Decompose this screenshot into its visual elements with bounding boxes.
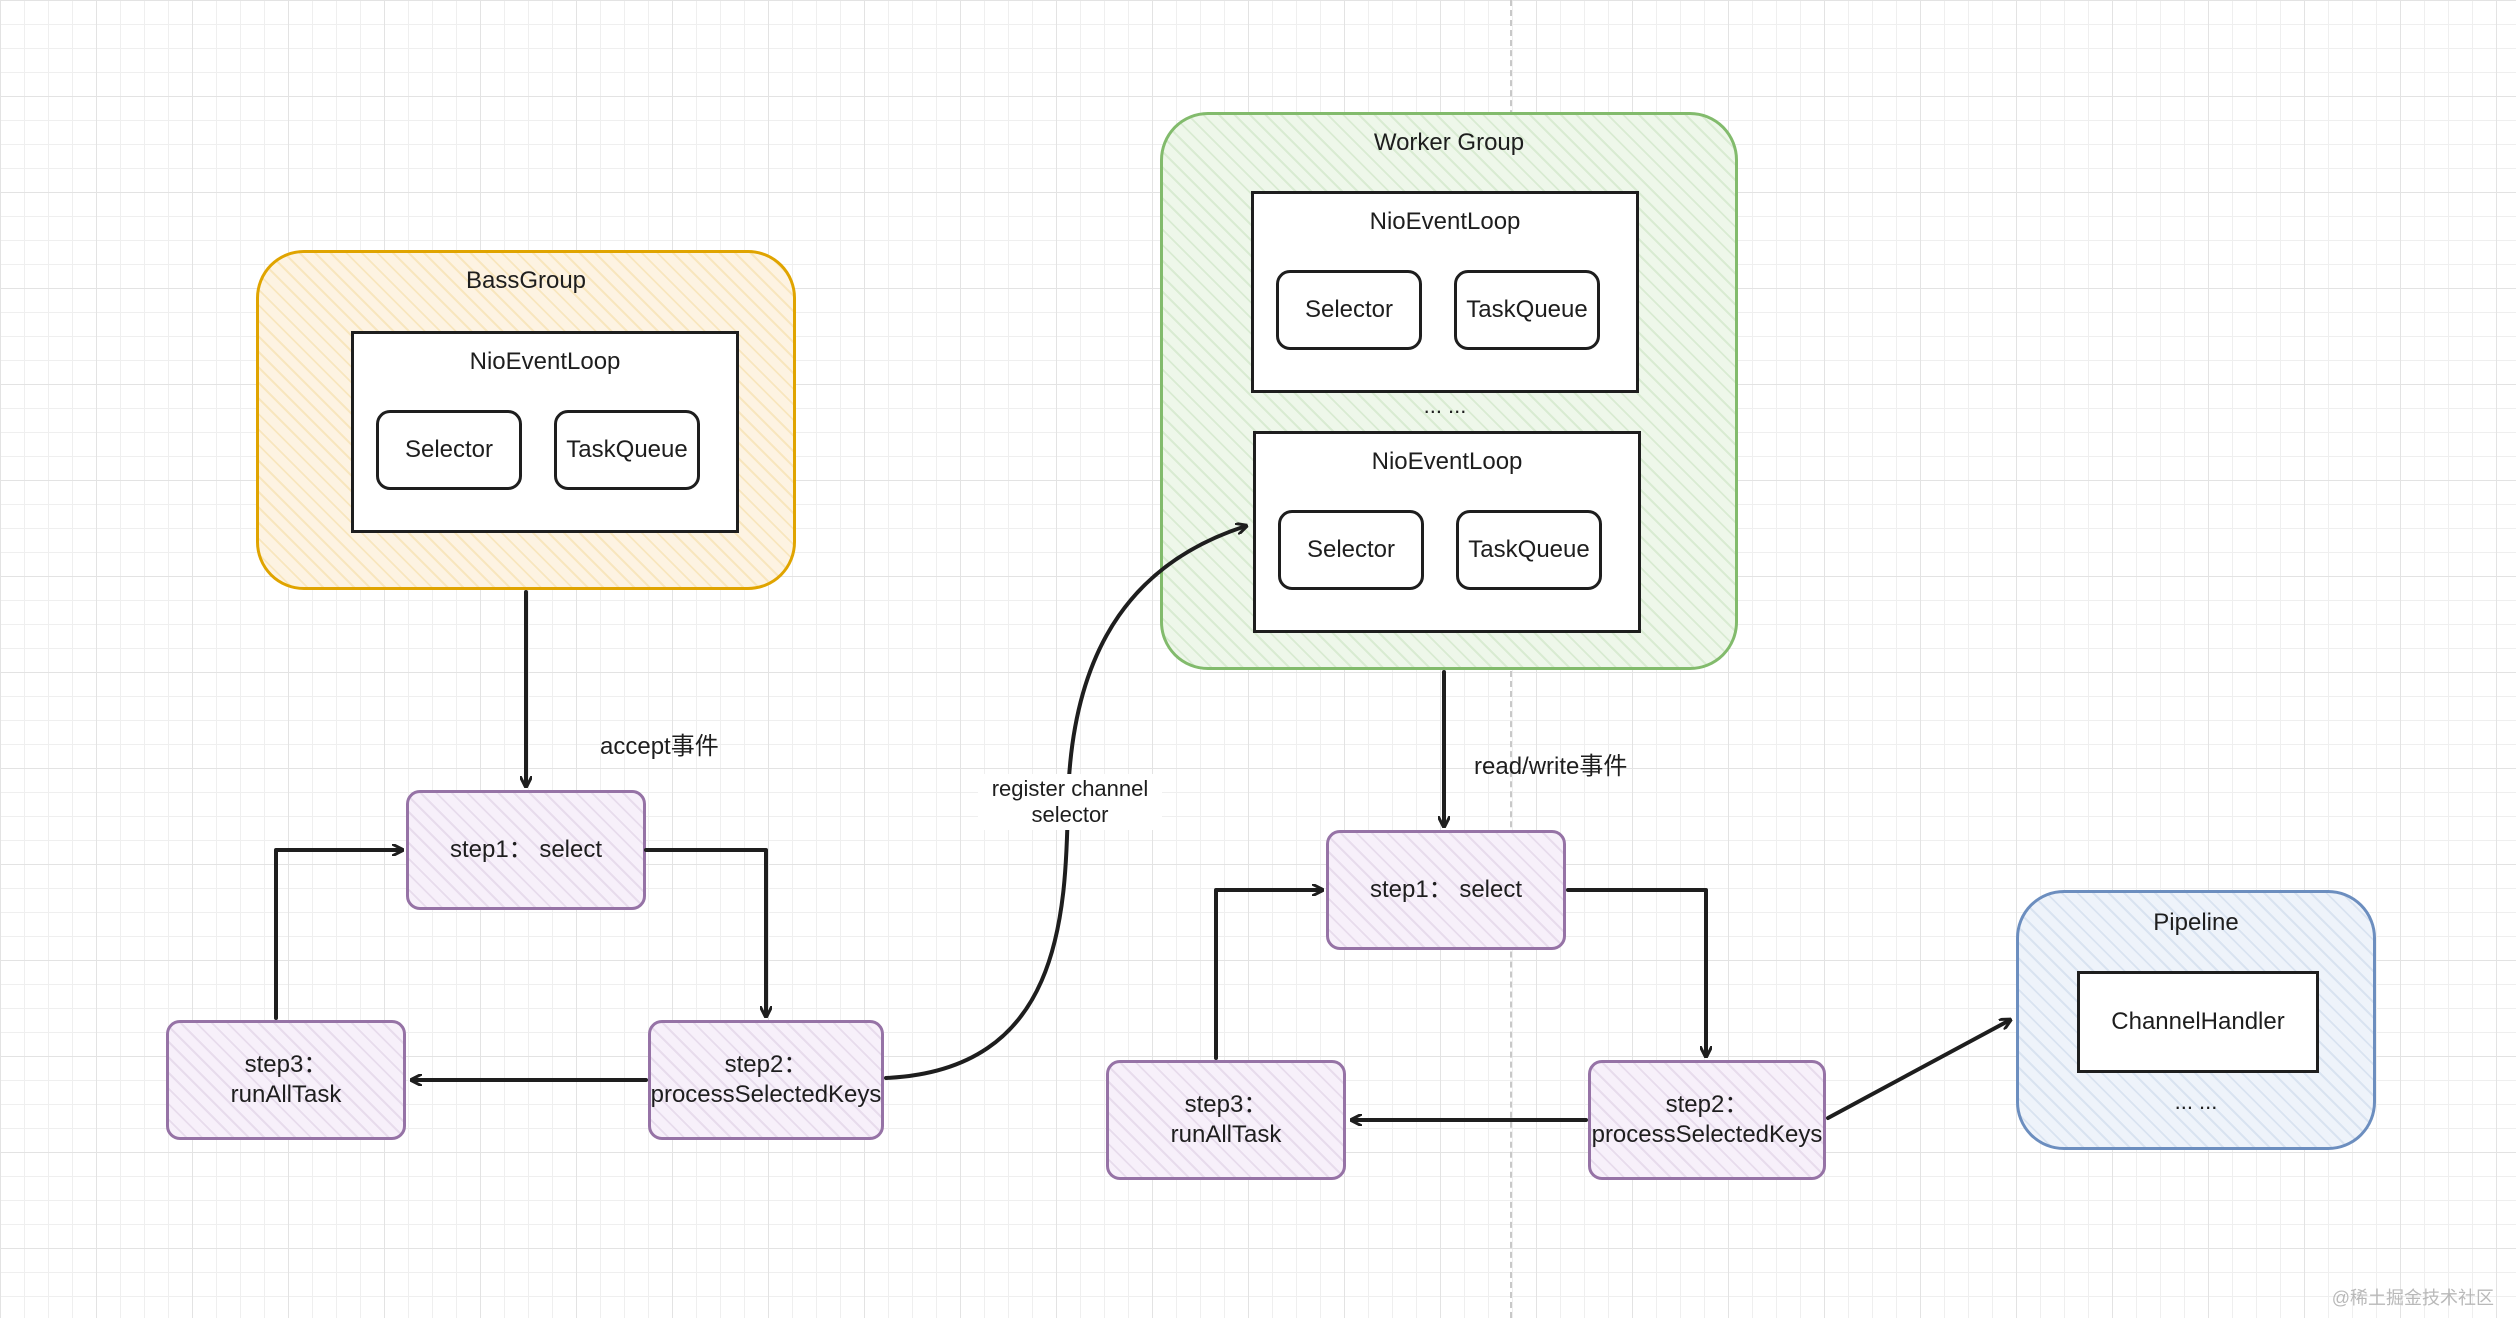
pipeline-group[interactable]: Pipeline ChannelHandler ... ... — [2016, 890, 2376, 1150]
accept-event-label: accept事件 — [600, 733, 719, 760]
register-label-line2: selector — [1031, 802, 1109, 827]
boss-selector[interactable]: Selector — [376, 410, 522, 490]
arrow-boss-step3-to-step1 — [274, 850, 404, 1020]
worker-group[interactable]: Worker Group NioEventLoop Selector TaskQ… — [1160, 112, 1738, 670]
boss-step2-line1: step2： — [724, 1051, 808, 1078]
read-write-event-label: read/write事件 — [1474, 753, 1628, 780]
boss-event-loop-title: NioEventLoop — [469, 348, 621, 375]
worker-task-queue-2[interactable]: TaskQueue — [1456, 510, 1602, 590]
channel-handler[interactable]: ChannelHandler — [2077, 971, 2319, 1073]
arrow-step2-to-pipeline — [1826, 1020, 2010, 1120]
boss-step3-line1: step3： — [244, 1051, 328, 1078]
register-channel-label: register channel selector — [978, 774, 1162, 830]
worker-event-loop-1-title: NioEventLoop — [1369, 208, 1521, 235]
worker-step2-line1: step2： — [1665, 1091, 1749, 1118]
worker-step1-select[interactable]: step1： select — [1326, 830, 1566, 950]
boss-task-queue[interactable]: TaskQueue — [554, 410, 700, 490]
worker-step3-line1: step3： — [1184, 1091, 1268, 1118]
pipeline-title: Pipeline — [2153, 909, 2239, 936]
worker-step1-text: step1： select — [1369, 876, 1523, 903]
pipeline-ellipsis: ... ... — [2174, 1089, 2218, 1114]
boss-step3-line2: runAllTask — [230, 1081, 342, 1108]
worker-selector-1[interactable]: Selector — [1276, 270, 1422, 350]
boss-group[interactable]: BassGroup NioEventLoop Selector TaskQueu… — [256, 250, 796, 590]
boss-step1-select[interactable]: step1： select — [406, 790, 646, 910]
worker-step2-process[interactable]: step2： processSelectedKeys — [1588, 1060, 1826, 1180]
register-label-line1: register channel — [991, 776, 1149, 801]
arrow-worker-step3-to-step1 — [1214, 890, 1324, 1060]
worker-event-loop-2-title: NioEventLoop — [1371, 448, 1523, 475]
boss-step2-process[interactable]: step2： processSelectedKeys — [648, 1020, 884, 1140]
worker-task-queue-1[interactable]: TaskQueue — [1454, 270, 1600, 350]
boss-step3-run[interactable]: step3： runAllTask — [166, 1020, 406, 1140]
worker-step2-line2: processSelectedKeys — [1591, 1121, 1823, 1148]
boss-step2-line2: processSelectedKeys — [650, 1081, 882, 1108]
worker-event-loop-2[interactable]: NioEventLoop Selector TaskQueue — [1253, 431, 1641, 633]
arrow-boss-step1-to-step2 — [644, 848, 766, 1018]
boss-step1-text: step1： select — [449, 836, 603, 863]
worker-selector-2[interactable]: Selector — [1278, 510, 1424, 590]
worker-group-title: Worker Group — [1373, 129, 1525, 156]
boss-event-loop[interactable]: NioEventLoop Selector TaskQueue — [351, 331, 739, 533]
boss-group-title: BassGroup — [465, 267, 587, 294]
worker-event-loop-1[interactable]: NioEventLoop Selector TaskQueue — [1251, 191, 1639, 393]
arrow-worker-step1-to-step2 — [1566, 888, 1706, 1058]
watermark: @稀土掘金技术社区 — [2331, 1288, 2494, 1308]
worker-step3-line2: runAllTask — [1170, 1121, 1282, 1148]
worker-ellipsis: ... ... — [1423, 393, 1467, 418]
worker-step3-run[interactable]: step3： runAllTask — [1106, 1060, 1346, 1180]
